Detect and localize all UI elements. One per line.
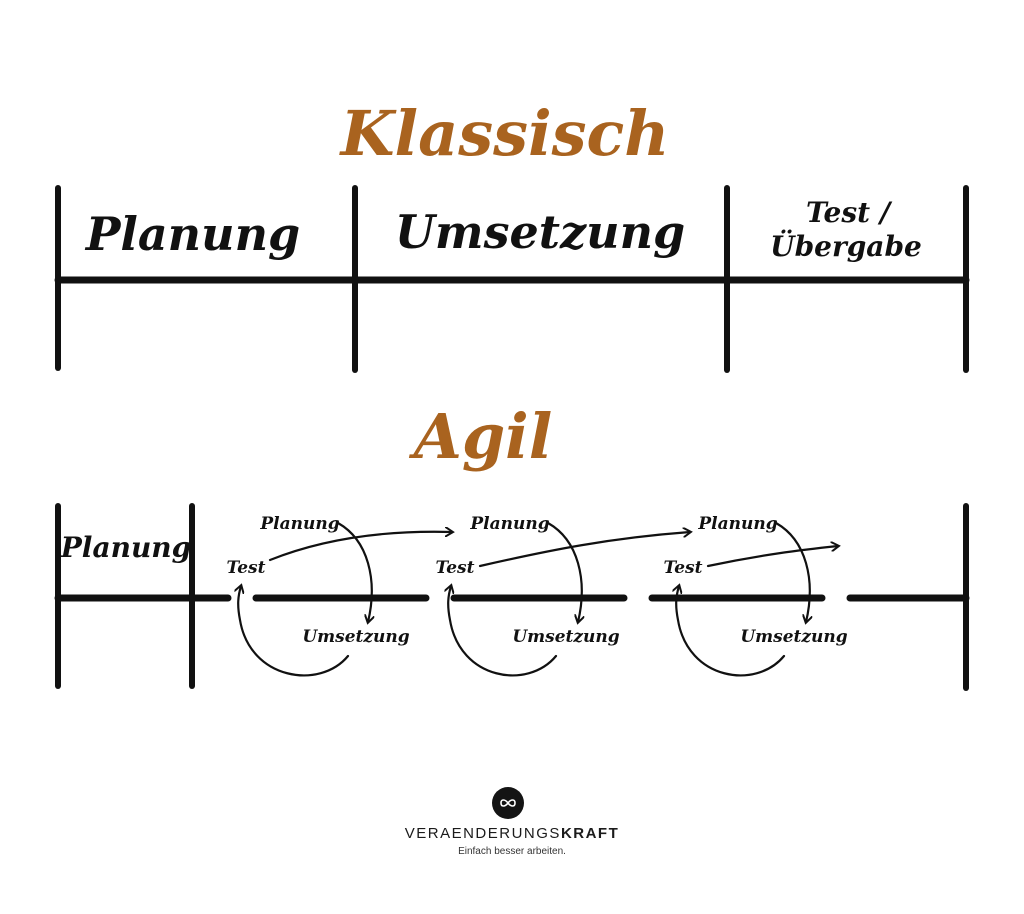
infinity-icon bbox=[500, 799, 516, 807]
cycle-3-planung: Planung bbox=[697, 514, 777, 534]
brand-logo bbox=[492, 787, 524, 819]
classic-phase-test: Test / bbox=[806, 196, 893, 229]
cycle-3-arrow-umsetzung-to-test bbox=[676, 586, 786, 677]
cycle-2-test: Test bbox=[436, 558, 475, 578]
cycle-3-arrow-test-to-next bbox=[706, 546, 838, 568]
cycle-1-arrow-umsetzung-to-test bbox=[238, 586, 350, 677]
classic-phase-planung: Planung bbox=[84, 207, 300, 261]
classic-phase-umsetzung: Umsetzung bbox=[395, 205, 685, 259]
classic-phase-uebergabe: Übergabe bbox=[770, 229, 922, 263]
brand-name-regular: VERAENDERUNGS bbox=[404, 825, 561, 842]
agile-timeline bbox=[54, 503, 970, 691]
agile-cycle-3: Planung Test Umsetzung bbox=[664, 514, 848, 677]
agile-cycle-2: Planung Test Umsetzung bbox=[436, 514, 690, 677]
agile-initial-planung: Planung bbox=[60, 531, 191, 564]
cycle-1-test: Test bbox=[227, 558, 266, 578]
cycle-1-umsetzung: Umsetzung bbox=[302, 627, 409, 647]
cycle-1-arrow-test-to-next-planung bbox=[268, 532, 452, 562]
brand-name-bold: KRAFT bbox=[560, 825, 620, 842]
cycle-2-arrow-planung-to-umsetzung bbox=[546, 521, 582, 622]
cycle-3-arrow-planung-to-umsetzung bbox=[774, 521, 810, 622]
agile-cycle-1: Planung Test Umsetzung bbox=[227, 514, 452, 677]
cycle-3-test: Test bbox=[664, 558, 703, 578]
cycle-1-planung: Planung bbox=[259, 514, 339, 534]
cycle-2-umsetzung: Umsetzung bbox=[512, 627, 619, 647]
cycle-2-arrow-umsetzung-to-test bbox=[448, 586, 558, 677]
cycle-3-umsetzung: Umsetzung bbox=[740, 627, 847, 647]
cycle-2-planung: Planung bbox=[469, 514, 549, 534]
brand-tagline: Einfach besser arbeiten. bbox=[458, 846, 566, 857]
brand-name: VERAENDERUNGSKRAFT bbox=[0, 825, 1024, 842]
cycle-2-arrow-test-to-next-planung bbox=[478, 532, 690, 568]
classic-timeline bbox=[54, 185, 970, 373]
cycle-1-arrow-planung-to-umsetzung bbox=[336, 521, 372, 622]
agile-title: Agil bbox=[409, 400, 553, 473]
classic-title: Klassisch bbox=[339, 97, 670, 170]
